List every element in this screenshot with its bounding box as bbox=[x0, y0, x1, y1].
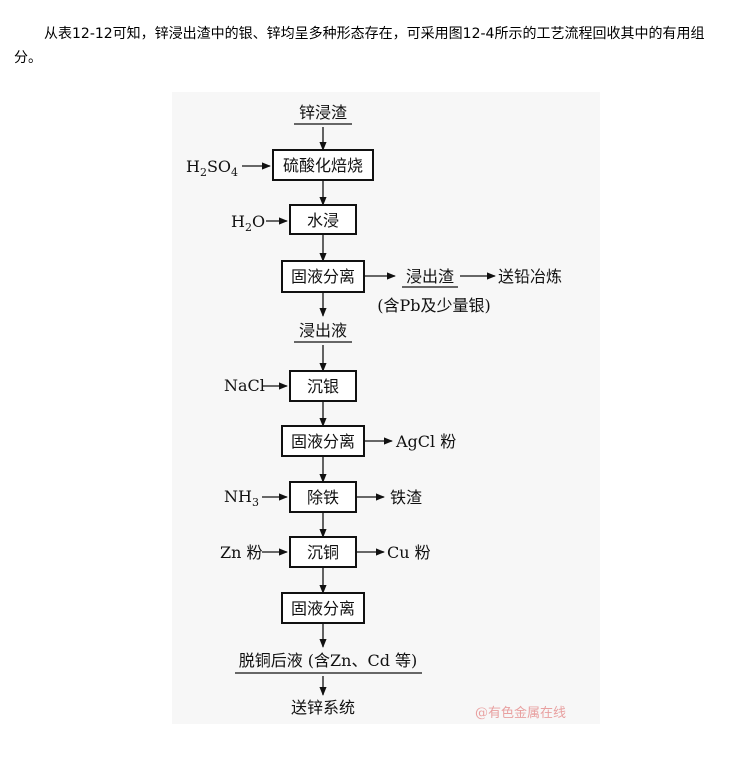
label-water-leach: 水浸 bbox=[307, 211, 339, 230]
box-silver-precipitation bbox=[289, 370, 357, 402]
label-to-zinc-system: 送锌系统 bbox=[291, 698, 355, 717]
label-residue-note: (含Pb及少量银) bbox=[377, 296, 491, 315]
label-nacl: NaCl bbox=[224, 376, 265, 395]
label-cu-powder: Cu 粉 bbox=[387, 543, 431, 562]
label-leachate: 浸出液 bbox=[299, 321, 347, 340]
label-nh3: NH3 bbox=[224, 487, 259, 509]
label-solid-liquid-separation-2: 固液分离 bbox=[291, 432, 355, 451]
figure-background bbox=[172, 92, 600, 724]
label-residue: 浸出渣 bbox=[406, 267, 454, 286]
label-post-copper-liquor: 脱铜后液 (含Zn、Cd 等) bbox=[239, 651, 418, 670]
label-start: 锌浸渣 bbox=[299, 103, 347, 122]
watermark: @有色金属在线 bbox=[475, 705, 566, 721]
label-silver-precipitation: 沉银 bbox=[307, 377, 339, 396]
label-agcl-powder: AgCl 粉 bbox=[395, 432, 456, 451]
box-water-leach bbox=[289, 204, 357, 235]
label-h2so4: H2SO4 bbox=[186, 157, 238, 179]
intro-paragraph: 从表12-12可知，锌浸出渣中的银、锌均呈多种形态存在，可采用图12-4所示的工… bbox=[14, 26, 705, 66]
label-iron-slag: 铁渣 bbox=[390, 488, 422, 507]
box-solid-liquid-separation-3 bbox=[281, 592, 365, 624]
box-solid-liquid-separation-1 bbox=[281, 260, 365, 293]
label-solid-liquid-separation-3: 固液分离 bbox=[291, 599, 355, 618]
label-h2o: H2O bbox=[231, 212, 265, 234]
box-solid-liquid-separation-2 bbox=[281, 425, 365, 457]
box-iron-removal bbox=[289, 481, 357, 513]
label-zn-powder: Zn 粉 bbox=[220, 543, 263, 562]
label-sulfation-roasting: 硫酸化焙烧 bbox=[283, 156, 363, 175]
label-solid-liquid-separation-1: 固液分离 bbox=[291, 267, 355, 286]
label-iron-removal: 除铁 bbox=[307, 488, 339, 507]
label-copper-precipitation: 沉铜 bbox=[307, 543, 339, 562]
label-to-lead-smelting: 送铅冶炼 bbox=[498, 267, 562, 286]
box-sulfation-roasting bbox=[272, 149, 374, 181]
